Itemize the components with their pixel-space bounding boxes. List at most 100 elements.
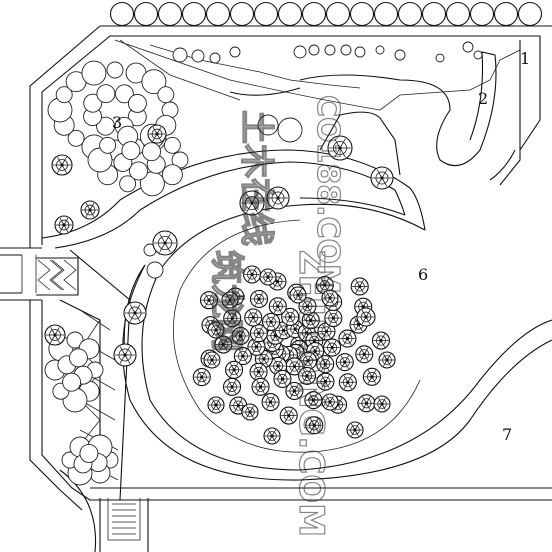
tree-symbol (222, 377, 242, 396)
tree-symbol (221, 291, 239, 309)
hedge-shrub (229, 1, 255, 27)
tree-symbol (223, 309, 242, 328)
tree-symbol (259, 268, 277, 286)
tree-symbol (338, 329, 357, 348)
watermark-line4: ZHULONG.COM (291, 250, 331, 537)
tree-symbol (273, 369, 292, 389)
small-shrub (354, 46, 366, 58)
hedge-shrub (349, 1, 375, 27)
west-entrance (0, 247, 79, 301)
small-shrub (146, 261, 164, 279)
tree-symbol (80, 200, 100, 220)
tree-symbol (249, 324, 268, 343)
tree-symbol (123, 301, 147, 325)
tree-symbol (279, 406, 298, 425)
hedge-shrub (325, 1, 351, 27)
tree-symbol (378, 351, 396, 369)
tree-symbol (356, 307, 376, 327)
watermark-line1: 土木在线 (236, 110, 276, 246)
tree-symbol (147, 124, 167, 144)
watermark-line3: 筑龙网 (206, 250, 246, 352)
tree-symbol (152, 230, 178, 256)
hedge-shrub (493, 1, 519, 27)
hedge-shrub (205, 1, 231, 27)
small-shrub (209, 52, 221, 64)
zone-label-7: 7 (502, 425, 512, 444)
tree-symbol (317, 322, 336, 341)
shrub-mass (47, 60, 179, 161)
tree-symbols (44, 124, 396, 445)
tree-symbol (54, 215, 74, 235)
tree-symbol (225, 360, 244, 379)
tree-symbol (192, 368, 211, 387)
hedge-shrub (445, 1, 471, 27)
north-garden (114, 39, 521, 181)
watermark-line2: CO188.COM (310, 95, 345, 294)
hedge-row-top (109, 1, 543, 27)
shrub-mass (87, 123, 189, 197)
tree-symbol (262, 312, 281, 331)
hedge-shrub (373, 1, 399, 27)
hedge-shrub (301, 1, 327, 27)
tree-symbol (350, 277, 369, 296)
tree-symbol (321, 393, 339, 411)
tree-symbol (370, 166, 394, 190)
tree-symbol (247, 337, 266, 356)
tree-symbol (362, 367, 381, 386)
small-shrub (257, 114, 279, 136)
hedge-shrub (517, 1, 543, 27)
zone-label-1: 1 (520, 49, 530, 68)
tree-symbol (285, 357, 304, 376)
small-shrub (308, 44, 320, 56)
tree-symbol (335, 353, 354, 372)
shrub-clusters (44, 41, 483, 486)
tree-symbol (261, 393, 280, 412)
zone-label-6: 6 (418, 265, 428, 284)
shrub-mass (61, 434, 119, 486)
tree-symbol (297, 366, 317, 385)
tree-symbol (355, 345, 374, 364)
hedge-shrub (157, 1, 183, 27)
tree-symbol (327, 135, 353, 161)
small-shrub (462, 41, 474, 53)
tree-symbol (338, 373, 357, 392)
tree-symbol (323, 338, 342, 357)
hedge-shrub (469, 1, 495, 27)
tree-symbol (207, 321, 225, 339)
tree-symbol (44, 324, 66, 346)
hedge-shrub (421, 1, 447, 27)
tree-symbol (289, 286, 307, 304)
small-shrub (172, 47, 188, 63)
small-shrub (293, 45, 307, 59)
small-shrub (229, 46, 241, 58)
tree-symbol (266, 186, 290, 210)
small-shrub (394, 49, 406, 61)
tree-symbol (231, 326, 250, 346)
small-shrub (324, 44, 336, 56)
tree-symbol (203, 351, 221, 369)
tree-symbol (281, 307, 300, 327)
small-shrub (277, 117, 303, 143)
small-shrub (473, 50, 483, 60)
tree-symbol (357, 394, 376, 413)
hedge-shrub (133, 1, 159, 27)
tree-symbol (249, 362, 268, 381)
hedge-shrub (397, 1, 423, 27)
tree-symbol (241, 403, 259, 421)
tree-symbol (316, 372, 335, 391)
tree-symbol (244, 308, 263, 327)
hedge-shrub (109, 1, 135, 27)
hedge-shrub (181, 1, 207, 27)
site-boundary (29, 25, 552, 511)
tree-symbol (268, 297, 287, 316)
tree-symbol (285, 381, 304, 401)
tree-symbol (207, 396, 225, 414)
hedge-shrub (253, 1, 279, 27)
watermark: 土木在线 CO188.COM 筑龙网 ZHULONG.COM (205, 94, 345, 537)
tree-symbol (305, 416, 324, 435)
tree-symbol (371, 331, 390, 350)
tree-symbol (233, 347, 252, 366)
tree-symbol (346, 421, 364, 439)
tree-symbol (113, 343, 137, 367)
